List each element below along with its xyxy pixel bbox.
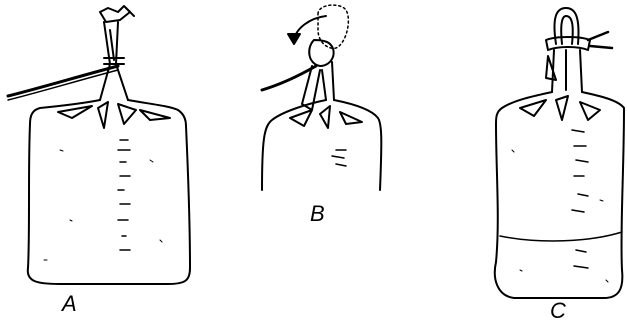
sandbag-c — [495, 8, 624, 298]
tie-band-c — [546, 37, 590, 50]
bag-body-c — [495, 108, 624, 298]
bag-body-a — [28, 124, 190, 284]
bag-neck-a — [100, 22, 128, 100]
figure-label-a: A — [62, 293, 77, 315]
neck-loop-c — [554, 8, 578, 44]
figure-label-c: C — [550, 300, 566, 322]
figure-label-b: B — [310, 203, 325, 225]
fold-arrow-head — [288, 34, 300, 44]
neck-loop-b — [309, 40, 333, 66]
folded-top-outline — [318, 5, 348, 48]
sandbag-a — [8, 6, 190, 284]
sandbag-b — [262, 5, 381, 190]
